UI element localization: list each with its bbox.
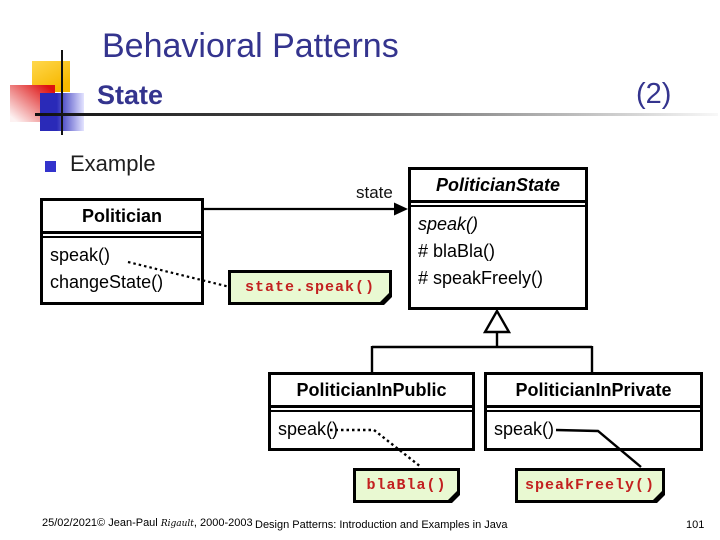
class-name: PoliticianState bbox=[435, 175, 561, 195]
footer-copyright-suffix: , 2000-2003 bbox=[193, 517, 253, 529]
note-box-speak-freely: speakFreely() bbox=[515, 468, 665, 503]
note-box-state-speak: state.speak() bbox=[228, 270, 392, 305]
class-method: # blaBla() bbox=[418, 241, 496, 261]
note-box-bla-bla: blaBla() bbox=[353, 468, 460, 503]
note-text: state.speak() bbox=[244, 279, 376, 296]
class-compartment-separator bbox=[487, 405, 700, 412]
footer-copyright-prefix: 25/02/2021© Jean-Paul bbox=[42, 517, 161, 529]
class-box-politician-in-private: PoliticianInPrivate speak() bbox=[484, 372, 703, 451]
bullet-square-icon bbox=[45, 161, 56, 172]
note-text: speakFreely() bbox=[524, 477, 656, 494]
note-dogear-icon bbox=[377, 290, 392, 305]
class-name: PoliticianInPublic bbox=[296, 380, 447, 400]
note-text: blaBla() bbox=[366, 477, 447, 494]
class-box-politician-in-public: PoliticianInPublic speak() bbox=[268, 372, 475, 451]
class-box-politician: Politician speak() changeState() bbox=[40, 198, 204, 305]
page-subtitle: State bbox=[97, 80, 164, 110]
class-method: speak() bbox=[278, 419, 339, 439]
page-title: Behavioral Patterns bbox=[102, 27, 399, 65]
title-divider-rule bbox=[35, 113, 718, 116]
footer-author-name: Rigault bbox=[160, 519, 194, 529]
class-compartment-separator bbox=[43, 231, 201, 238]
bullet-label: Example bbox=[70, 151, 156, 176]
note-dogear-icon bbox=[445, 488, 460, 503]
association-label-state: state bbox=[356, 183, 393, 202]
footer-course-title: Design Patterns: Introduction and Exampl… bbox=[255, 519, 508, 531]
slide-counter: (2) bbox=[636, 78, 672, 110]
class-name: Politician bbox=[81, 206, 162, 226]
class-method: changeState() bbox=[50, 272, 164, 292]
footer-copyright: 25/02/2021© Jean-Paul Rigault, 2000-2003 bbox=[42, 517, 253, 529]
footer-page-number: 101 bbox=[686, 519, 705, 531]
logo-vertical-line bbox=[61, 50, 63, 135]
class-method: # speakFreely() bbox=[418, 268, 544, 288]
class-name: PoliticianInPrivate bbox=[515, 380, 672, 400]
class-method: speak() bbox=[494, 419, 555, 439]
class-compartment-separator bbox=[271, 405, 472, 412]
class-compartment-separator bbox=[411, 200, 585, 207]
class-abstract-method: speak() bbox=[418, 214, 479, 234]
class-method: speak() bbox=[50, 245, 111, 265]
class-box-politician-state: PoliticianState speak() # blaBla() # spe… bbox=[408, 167, 588, 310]
